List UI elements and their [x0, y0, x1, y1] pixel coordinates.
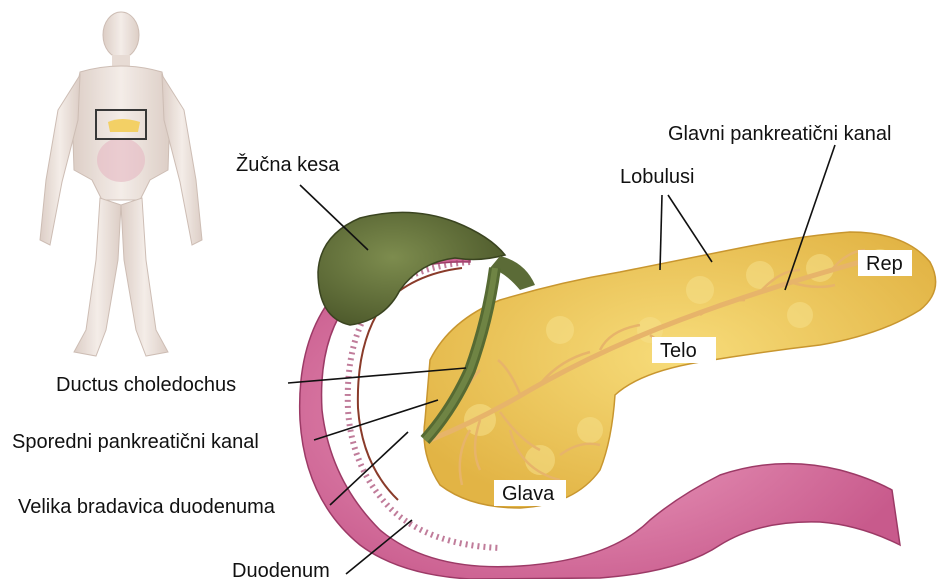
human-figure-thumbnail	[40, 12, 202, 356]
label-major-papilla: Velika bradavica duodenuma	[18, 496, 276, 518]
label-bile-duct: Ductus choledochus	[56, 374, 236, 396]
label-duodenum: Duodenum	[232, 560, 330, 579]
label-lobules: Lobulusi	[620, 166, 695, 188]
label-gallbladder: Žučna kesa	[236, 153, 340, 176]
label-main-duct: Glavni pankreatični kanal	[668, 123, 891, 145]
label-head: Glava	[502, 483, 555, 505]
label-body: Telo	[660, 340, 697, 362]
label-tail: Rep	[866, 253, 903, 275]
label-accessory-duct: Sporedni pankreatični kanal	[12, 431, 259, 453]
